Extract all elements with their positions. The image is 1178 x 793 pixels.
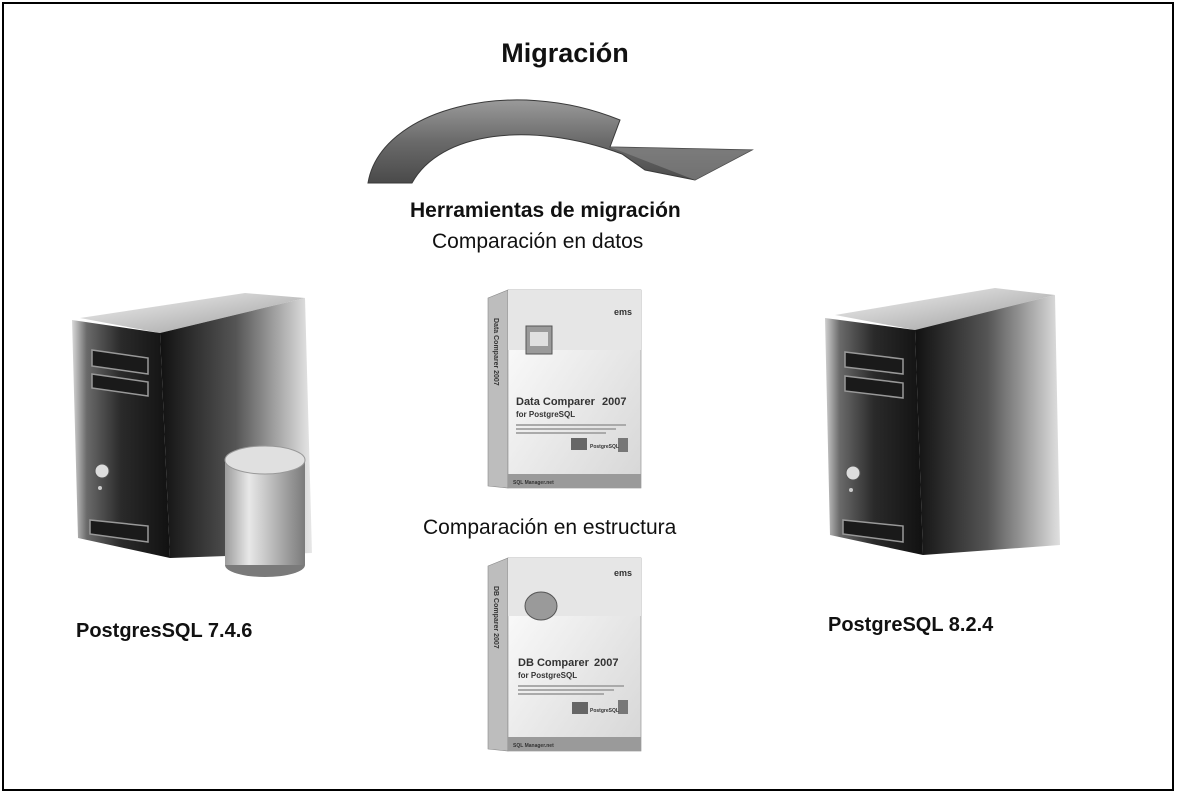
data-comparer-box: ems Data Comparer 2007 for PostgreSQL Po… [487,289,642,489]
db-comparer-footer: SQL Manager.net [513,743,554,749]
db-comparer-year: 2007 [594,657,618,669]
source-server-label: PostgresSQL 7.4.6 [76,620,253,642]
db-comparer-spine: DB Comparer 2007 [492,586,499,649]
migration-arrow-icon [367,99,754,184]
structure-compare-caption: Comparación en estructura [423,516,677,539]
db-comparer-name: DB Comparer [518,657,590,669]
data-compare-caption: Comparación en datos [432,230,644,253]
db-comparer-brand: ems [614,568,632,578]
data-comparer-year: 2007 [602,396,626,408]
target-server-label: PostgreSQL 8.2.4 [828,614,994,636]
server-icon [825,288,1060,555]
data-comparer-footer: SQL Manager.net [513,480,554,486]
data-comparer-spine: Data Comparer 2007 [492,318,499,386]
data-comparer-platform: for PostgreSQL [516,410,575,419]
tools-subtitle: Herramientas de migración [410,199,681,222]
diagram-title: Migración [501,38,629,68]
db-comparer-badge: PostgreSQL [590,708,619,714]
data-comparer-name: Data Comparer [516,396,596,408]
data-comparer-brand: ems [614,307,632,317]
db-comparer-box: ems DB Comparer 2007 for PostgreSQL Post… [487,557,642,752]
data-comparer-badge: PostgreSQL [590,444,619,450]
db-comparer-platform: for PostgreSQL [518,671,577,680]
server-database-icon [72,293,312,577]
